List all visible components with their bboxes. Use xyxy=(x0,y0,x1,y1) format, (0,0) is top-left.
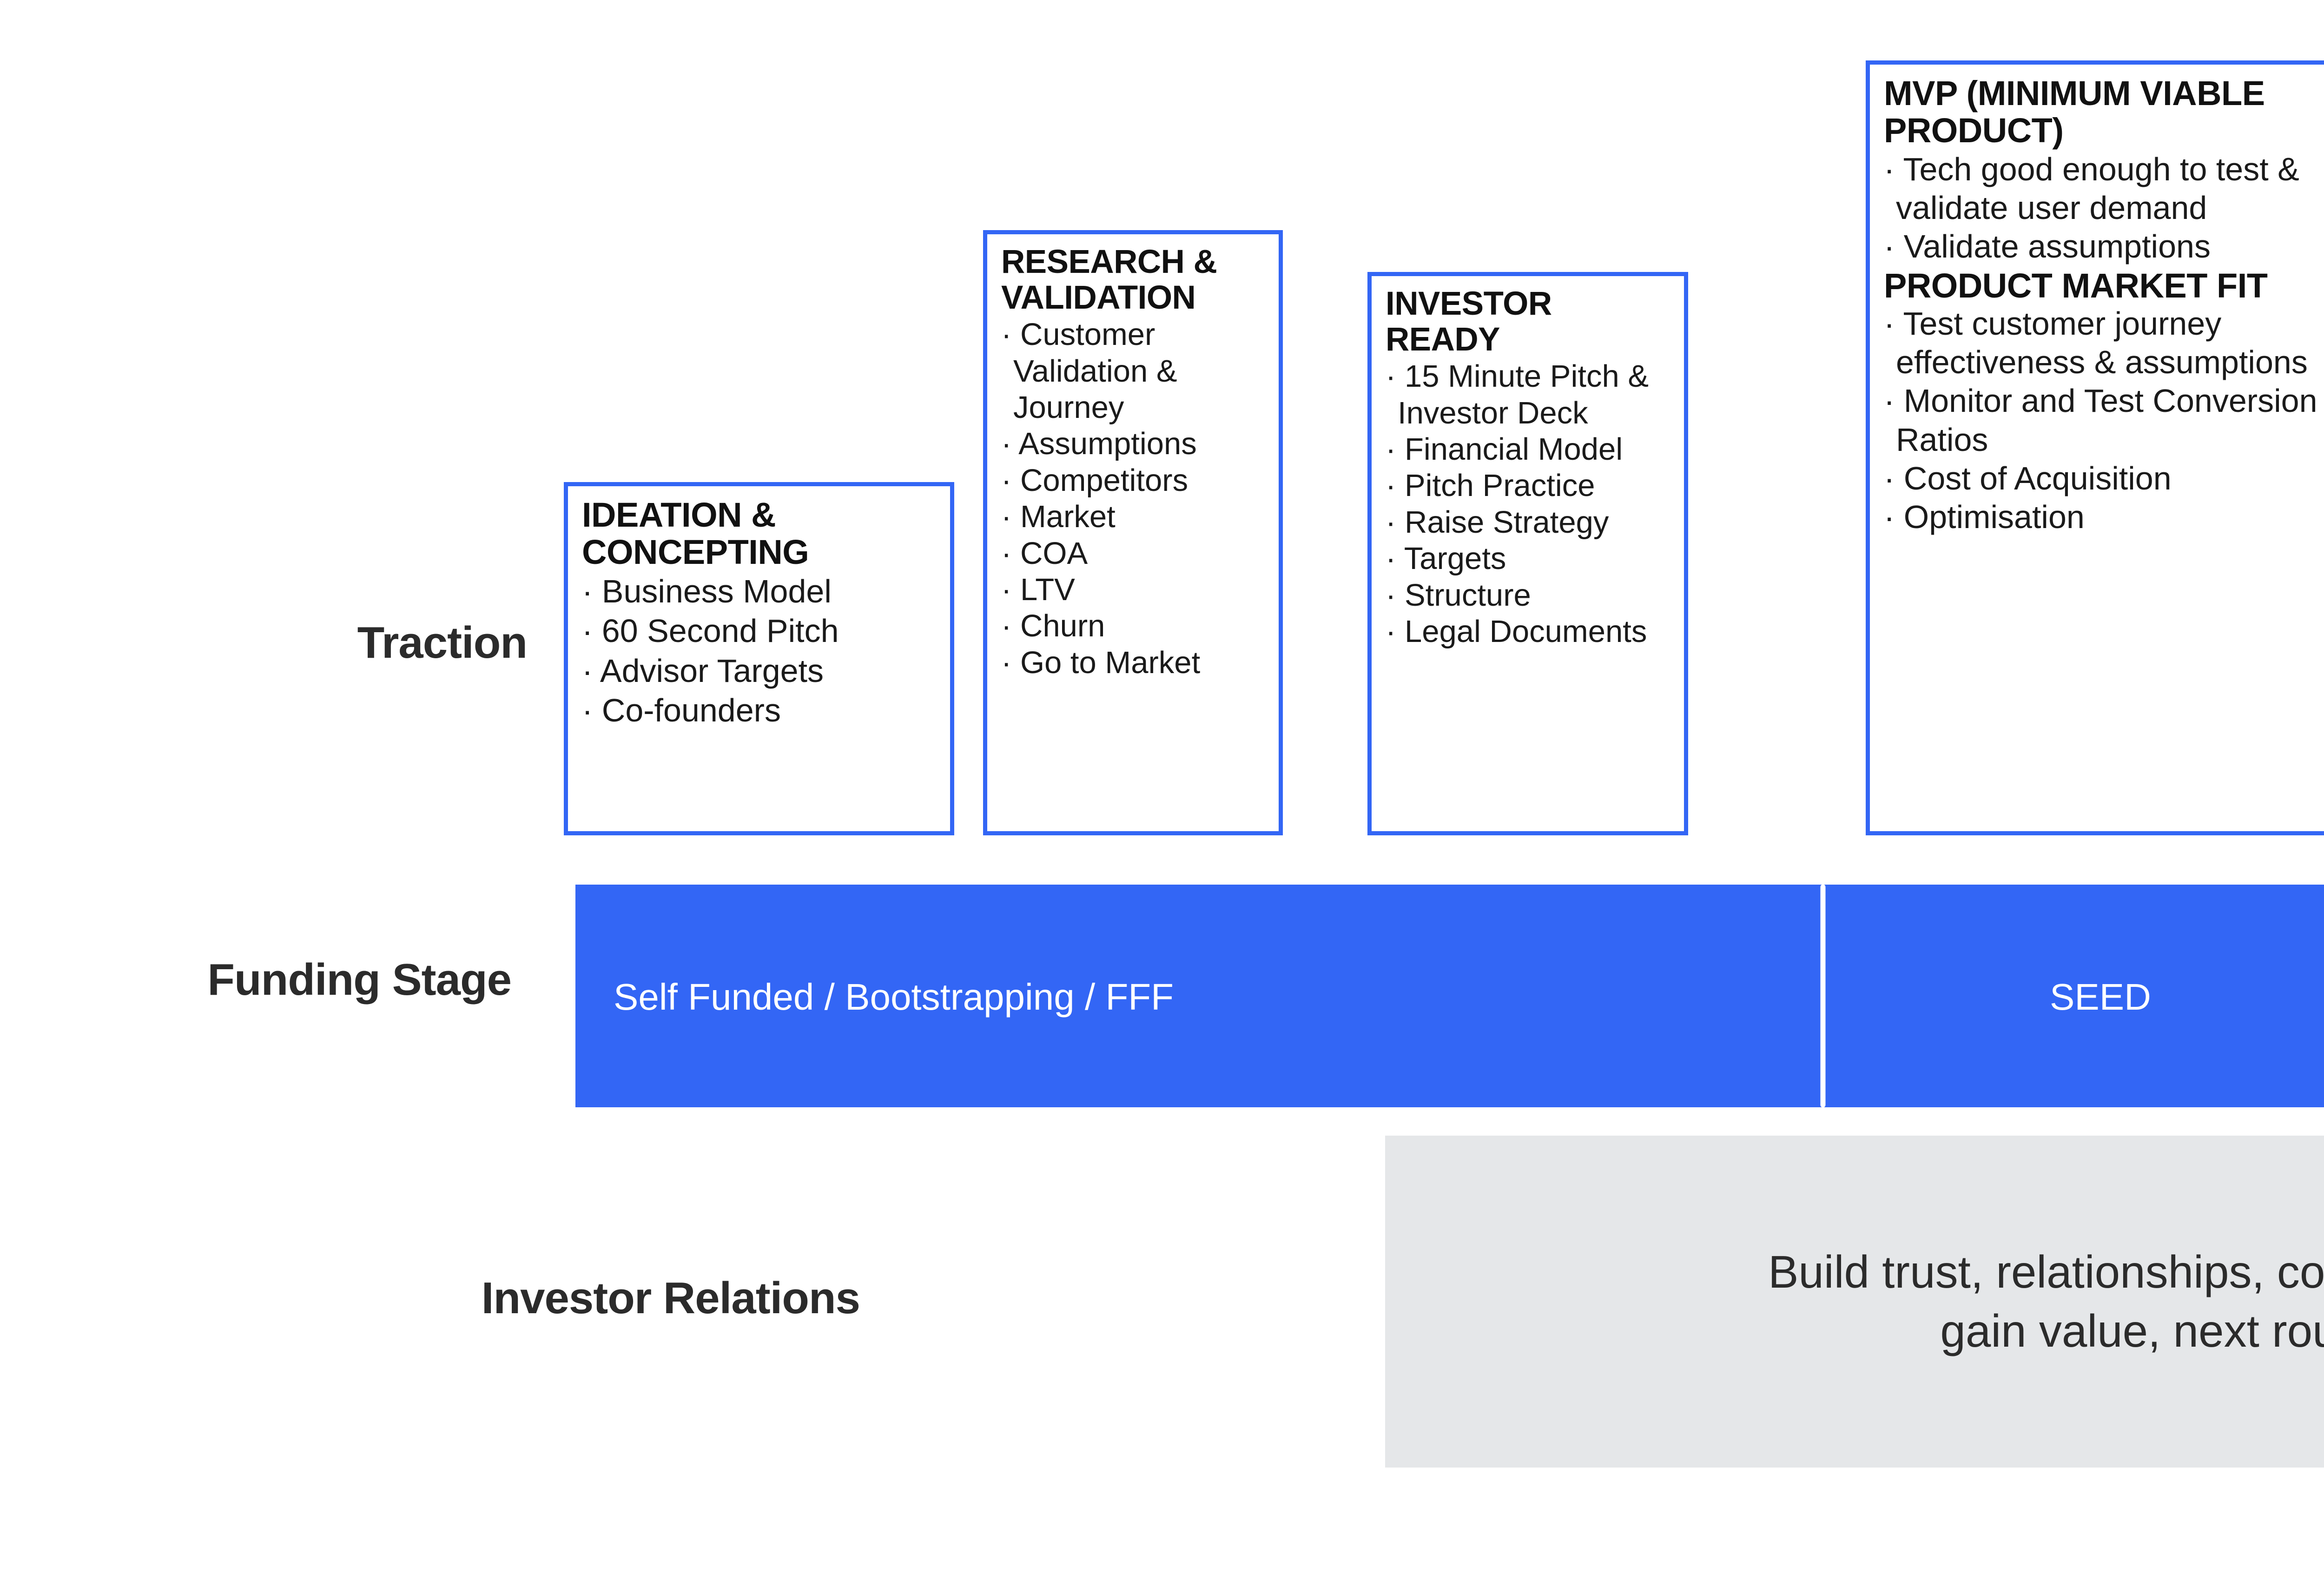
list-item: Co-founders xyxy=(582,691,938,730)
traction-card-research-validation[interactable]: RESEARCH & VALIDATION Customer Validatio… xyxy=(983,230,1283,835)
list-item: Market xyxy=(1001,499,1267,535)
list-item: Pitch Practice xyxy=(1386,468,1672,504)
list-item: Targets xyxy=(1386,541,1672,577)
list-item: Advisor Targets xyxy=(582,651,938,691)
card-title: INVESTOR READY xyxy=(1386,285,1552,358)
list-item: Legal Documents xyxy=(1386,614,1672,650)
card-title: RESEARCH & VALIDATION xyxy=(1001,244,1217,316)
list-item: COA xyxy=(1001,536,1267,572)
list-item: Raise Strategy xyxy=(1386,504,1672,541)
list-item: 15 Minute Pitch & Investor Deck xyxy=(1386,358,1672,431)
traction-card-investor-ready[interactable]: INVESTOR READY 15 Minute Pitch & Investo… xyxy=(1367,272,1688,835)
list-item: Competitors xyxy=(1001,463,1267,499)
card-title: IDEATION & CONCEPTING xyxy=(582,496,809,571)
list-item: Structure xyxy=(1386,577,1672,614)
list-item: Test customer journey effectiveness & as… xyxy=(1884,304,2324,382)
list-item: Customer Validation & Journey xyxy=(1001,317,1267,426)
arrow-shape xyxy=(575,885,2324,1107)
investor-relations-panel[interactable]: Build trust, relationships, communicate,… xyxy=(1385,1136,2324,1468)
list-item: Churn xyxy=(1001,608,1267,644)
list-item: LTV xyxy=(1001,572,1267,608)
list-item: Assumptions xyxy=(1001,426,1267,462)
funding-stage-arrow xyxy=(575,776,2324,1223)
list-item: Business Model xyxy=(582,572,938,611)
timeline-arrow-icon xyxy=(575,884,2324,1108)
card-subtitle-item-list: Test customer journey effectiveness & as… xyxy=(1884,304,2324,537)
investor-relations-text: Build trust, relationships, communicate,… xyxy=(1768,1246,2324,1356)
list-item: Monitor and Test Conversion Ratios xyxy=(1884,382,2324,459)
funding-stage-seed[interactable]: SEED xyxy=(2050,976,2151,1018)
card-subtitle: PRODUCT MARKET FIT xyxy=(1884,266,2268,305)
traction-card-ideation[interactable]: IDEATION & CONCEPTING Business Model 60 … xyxy=(564,482,954,835)
traction-card-mvp-product-market-fit[interactable]: MVP (MINIMUM VIABLE PRODUCT) Tech good e… xyxy=(1866,60,2324,835)
card-item-list: 15 Minute Pitch & Investor Deck Financia… xyxy=(1386,358,1672,650)
list-item: Go to Market xyxy=(1001,645,1267,681)
list-item: Optimisation xyxy=(1884,498,2324,536)
card-item-list: Customer Validation & Journey Assumption… xyxy=(1001,317,1267,681)
card-item-list: Tech good enough to test & validate user… xyxy=(1884,150,2324,266)
list-item: Tech good enough to test & validate user… xyxy=(1884,150,2324,228)
list-item: Validate assumptions xyxy=(1884,227,2324,266)
row-label-funding-stage: Funding Stage xyxy=(207,955,512,1005)
row-label-traction: Traction xyxy=(357,618,528,668)
row-label-investor-relations: Investor Relations xyxy=(481,1273,860,1323)
card-title: MVP (MINIMUM VIABLE PRODUCT) xyxy=(1884,74,2265,150)
list-item: Financial Model xyxy=(1386,431,1672,468)
card-item-list: Business Model 60 Second Pitch Advisor T… xyxy=(582,572,938,731)
funding-stage-self-funded[interactable]: Self Funded / Bootstrapping / FFF xyxy=(614,976,1174,1018)
list-item: 60 Second Pitch xyxy=(582,611,938,651)
list-item: Cost of Acquisition xyxy=(1884,459,2324,498)
